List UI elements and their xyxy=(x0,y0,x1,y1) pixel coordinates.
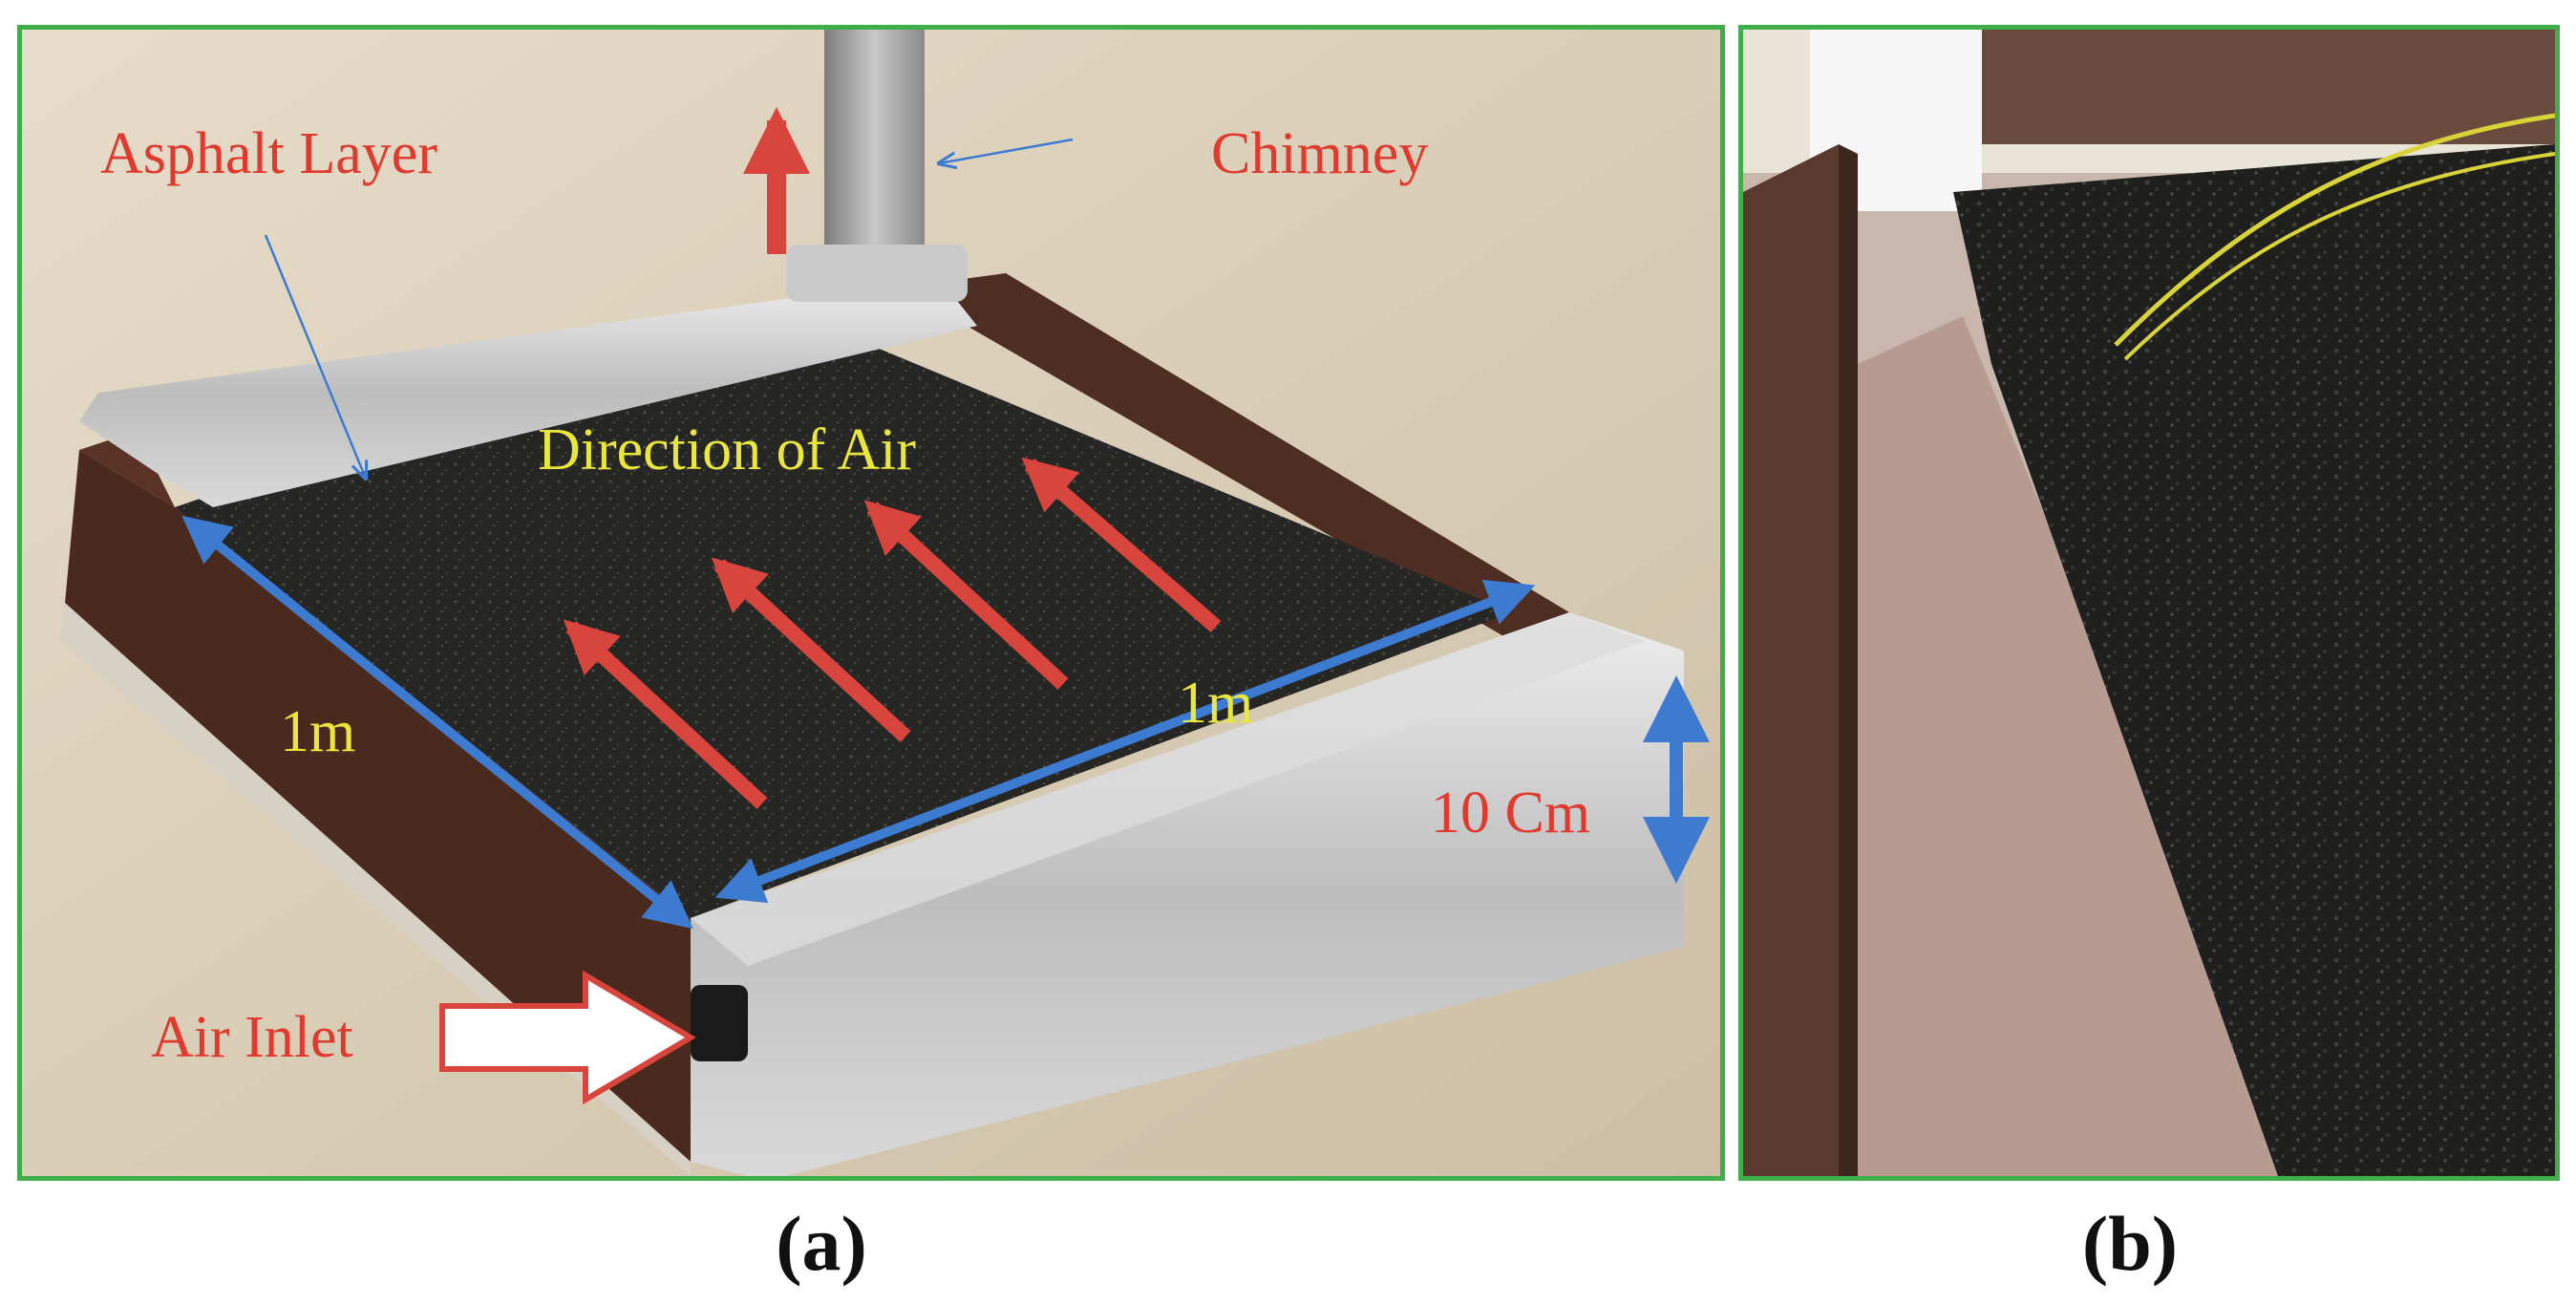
caption-a: (a) xyxy=(776,1200,867,1287)
gap-floor xyxy=(1858,316,2316,1176)
chimney-leader-line xyxy=(939,138,1074,163)
back-wooden-side xyxy=(901,273,1569,641)
thermocouple-wire xyxy=(2114,113,2555,347)
dimension-label-right: 1m xyxy=(1178,671,1253,736)
asphalt-leader-line xyxy=(264,234,366,479)
air-inlet-arrow xyxy=(439,970,696,1105)
chimney-base xyxy=(786,245,968,302)
panel-a-photo: Asphalt Layer Chimney Direction of Air 1… xyxy=(17,25,1725,1181)
asphalt-layer-label: Asphalt Layer xyxy=(100,121,437,186)
air-inlet-label: Air Inlet xyxy=(151,1005,353,1070)
chimney-pipe xyxy=(824,30,925,264)
panel-b-illustration xyxy=(1743,30,2555,1176)
wooden-side-panel xyxy=(1743,144,1839,1176)
panel-b-photo xyxy=(1738,25,2560,1181)
caption-b: (b) xyxy=(2081,1200,2179,1287)
thermocouple-wire xyxy=(2123,152,2555,361)
panel-a-illustration: Asphalt Layer Chimney Direction of Air 1… xyxy=(22,30,1720,1176)
air-inlet-opening xyxy=(691,985,748,1061)
dimension-arrow-left xyxy=(181,515,693,930)
direction-of-air-label: Direction of Air xyxy=(538,417,916,482)
asphalt-slab xyxy=(1953,144,2555,1176)
back-foil-wall xyxy=(79,278,977,507)
dimension-arrow-right xyxy=(714,579,1536,904)
chimney-label: Chimney xyxy=(1211,121,1428,186)
dimension-label-left: 1m xyxy=(280,699,355,764)
height-label: 10 Cm xyxy=(1431,781,1590,845)
